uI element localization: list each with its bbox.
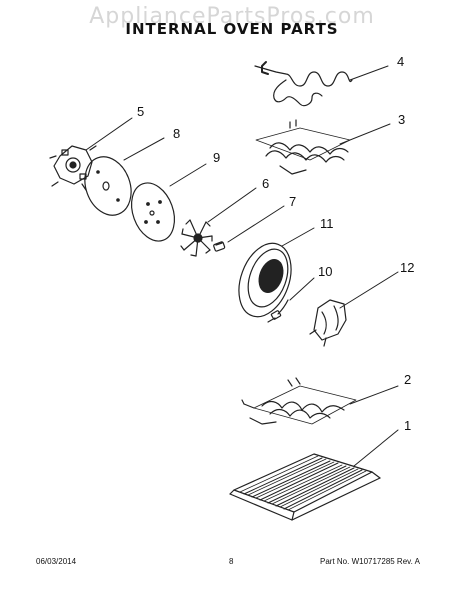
footer-page-number: 8 bbox=[229, 557, 234, 566]
fan-nut bbox=[213, 241, 226, 252]
callout-8: 8 bbox=[173, 126, 180, 141]
callout-11: 11 bbox=[320, 216, 334, 231]
element-bracket bbox=[309, 299, 347, 347]
convection-motor bbox=[49, 145, 97, 191]
footer-date: 06/03/2014 bbox=[36, 557, 77, 566]
temp-sensor bbox=[267, 299, 289, 323]
callout-2: 2 bbox=[404, 372, 411, 387]
footer-part-number: Part No. W10717285 Rev. A bbox=[320, 557, 420, 566]
page-title: INTERNAL OVEN PARTS bbox=[125, 20, 339, 38]
fan-shroud-plate bbox=[130, 182, 176, 242]
callout-6: 6 bbox=[262, 176, 269, 191]
callout-10: 10 bbox=[318, 264, 332, 279]
fan-cover bbox=[238, 242, 292, 318]
callout-1: 1 bbox=[404, 418, 411, 433]
mounting-plate bbox=[84, 156, 132, 216]
fan-blade bbox=[180, 219, 213, 257]
callout-9: 9 bbox=[213, 150, 220, 165]
leader-lines bbox=[85, 65, 399, 467]
callout-3: 3 bbox=[398, 112, 405, 127]
broil-element bbox=[254, 61, 353, 107]
bake-element bbox=[255, 119, 351, 175]
oven-rack bbox=[229, 453, 381, 521]
hidden-bake-element bbox=[241, 377, 357, 425]
callout-7: 7 bbox=[289, 194, 296, 209]
callout-5: 5 bbox=[137, 104, 144, 119]
callout-4: 4 bbox=[397, 54, 404, 69]
callout-12: 12 bbox=[400, 260, 414, 275]
watermark: AppliancePartsPros.com bbox=[89, 4, 375, 29]
